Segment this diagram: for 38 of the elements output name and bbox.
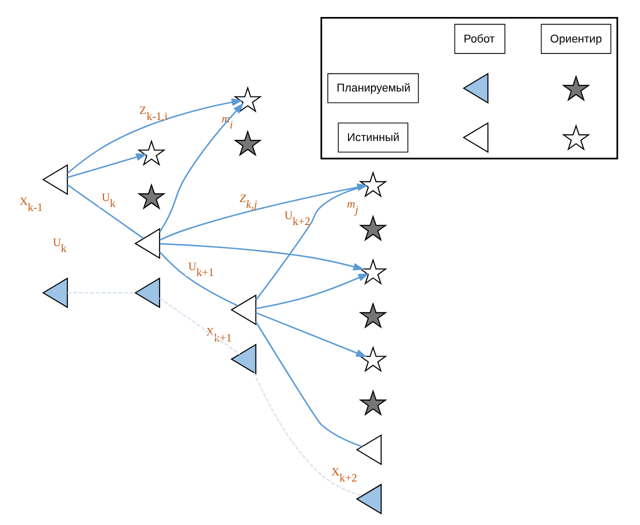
- node-triangle: [42, 277, 68, 308]
- connector: [66, 184, 144, 239]
- node-star: [358, 214, 387, 242]
- arrow: [255, 312, 367, 358]
- cluster: [320, 17, 618, 160]
- node-triangle: [134, 277, 160, 308]
- node-star: [561, 74, 590, 102]
- node-star: [136, 183, 166, 210]
- arrow: [158, 102, 244, 233]
- connector: [252, 372, 362, 497]
- connector: [158, 251, 238, 306]
- legend-label: Планируемый: [336, 82, 410, 95]
- arrow: [66, 153, 147, 178]
- node-triangle: [462, 72, 488, 104]
- arrow: [66, 98, 242, 174]
- connector: [67, 292, 135, 294]
- node-star: [358, 389, 387, 416]
- node-star: [136, 140, 166, 166]
- node-triangle: [355, 484, 382, 515]
- arrow: [159, 243, 364, 270]
- legend-label: Истинный: [346, 132, 399, 144]
- node-triangle: [42, 164, 68, 196]
- node-triangle: [355, 434, 382, 466]
- label: Ориентир: [550, 33, 602, 46]
- node-star: [561, 124, 590, 151]
- connector: [158, 297, 240, 355]
- connector: [254, 321, 362, 448]
- label: Робот: [463, 33, 494, 46]
- node-star: [233, 130, 262, 156]
- connector: [254, 185, 366, 300]
- node-triangle: [230, 294, 256, 326]
- node-star: [358, 346, 387, 372]
- node-triangle: [230, 344, 256, 375]
- node-triangle: [462, 122, 488, 154]
- node-triangle: [134, 228, 160, 259]
- node-star: [358, 171, 387, 198]
- arrow: [255, 273, 369, 310]
- node-star: [358, 302, 387, 329]
